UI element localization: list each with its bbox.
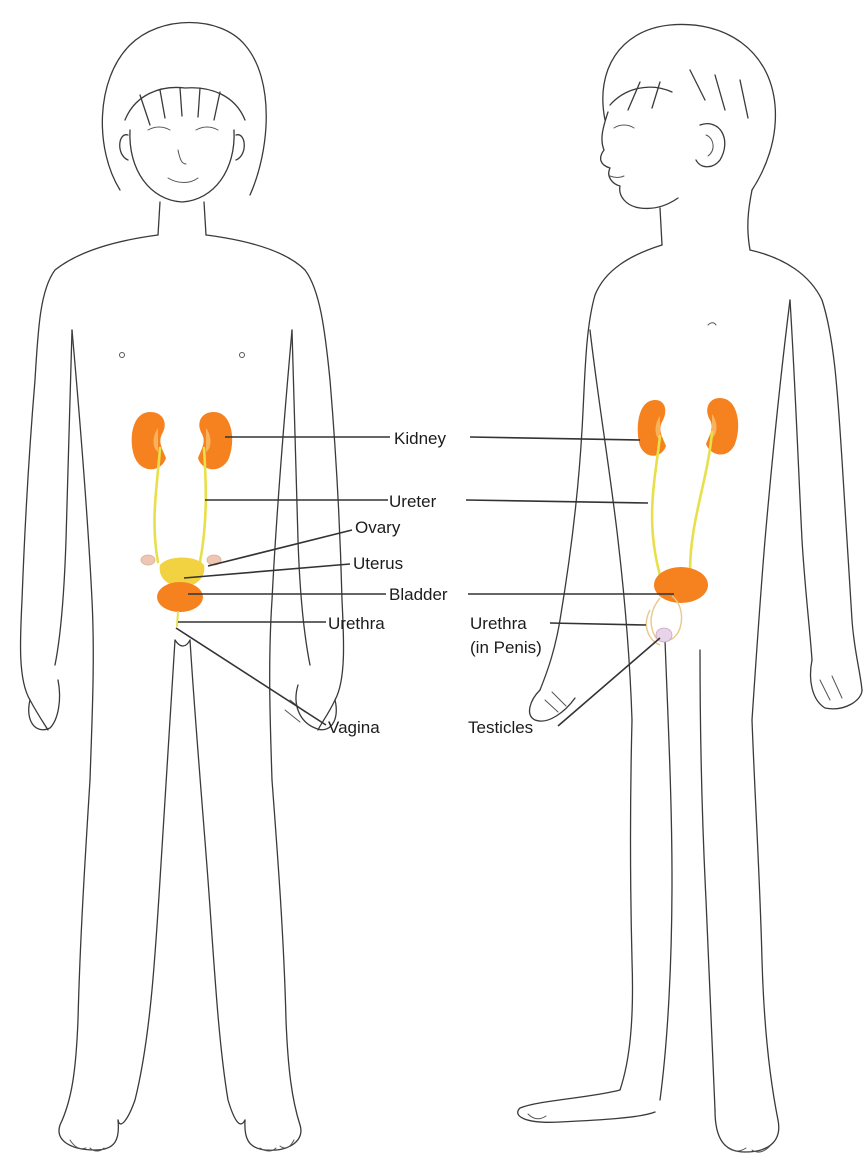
labels: Kidney Ureter Ovary Uterus Bladder Ureth… [328,429,542,737]
label-testicles: Testicles [468,718,533,737]
boy-ureter-right [690,432,712,572]
boy-organs [638,398,738,645]
boy-ureter-left [652,436,660,575]
girl-kidney-left [132,412,166,469]
label-uterus: Uterus [353,554,403,573]
label-urethra-female: Urethra [328,614,385,633]
label-urethra-male: Urethra [470,614,527,633]
leader-lines [176,437,674,726]
label-kidney: Kidney [394,429,446,448]
label-vagina: Vagina [328,718,380,737]
label-urethra-male-in-penis: (in Penis) [470,638,542,657]
boy-bladder [654,567,708,603]
label-bladder: Bladder [389,585,448,604]
label-ureter: Ureter [389,492,437,511]
girl-bladder [157,582,203,612]
boy-kidney-left [638,400,666,456]
girl-urethra [177,612,178,626]
girl-ovary-left [141,555,155,565]
girl-kidney-right [198,412,232,469]
label-ovary: Ovary [355,518,401,537]
